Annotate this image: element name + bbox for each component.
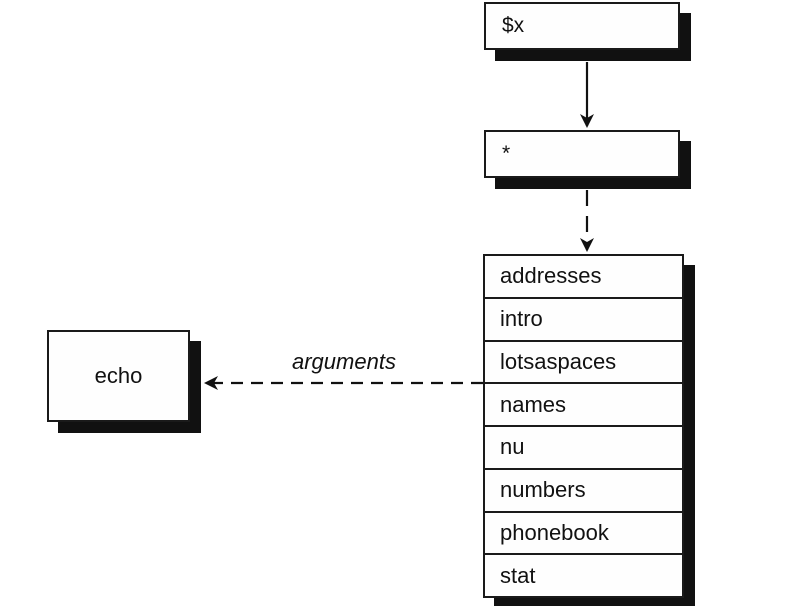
file-list-item: addresses <box>485 256 682 299</box>
glob-node: * <box>484 130 680 178</box>
file-list-node: addresses intro lotsaspaces names nu num… <box>483 254 684 598</box>
command-node-label: echo <box>94 363 143 388</box>
file-list-item: lotsaspaces <box>485 342 682 385</box>
variable-node-label: $x <box>502 14 525 37</box>
file-list-item: phonebook <box>485 513 682 556</box>
file-list-item: numbers <box>485 470 682 513</box>
file-list-item: intro <box>485 299 682 342</box>
file-list-item: nu <box>485 427 682 470</box>
glob-node-label: * <box>502 142 511 165</box>
variable-node: $x <box>484 2 680 50</box>
command-node: echo <box>47 330 190 422</box>
file-list-item: names <box>485 384 682 427</box>
file-list-item: stat <box>500 562 536 588</box>
arguments-edge-label: arguments <box>292 349 396 374</box>
